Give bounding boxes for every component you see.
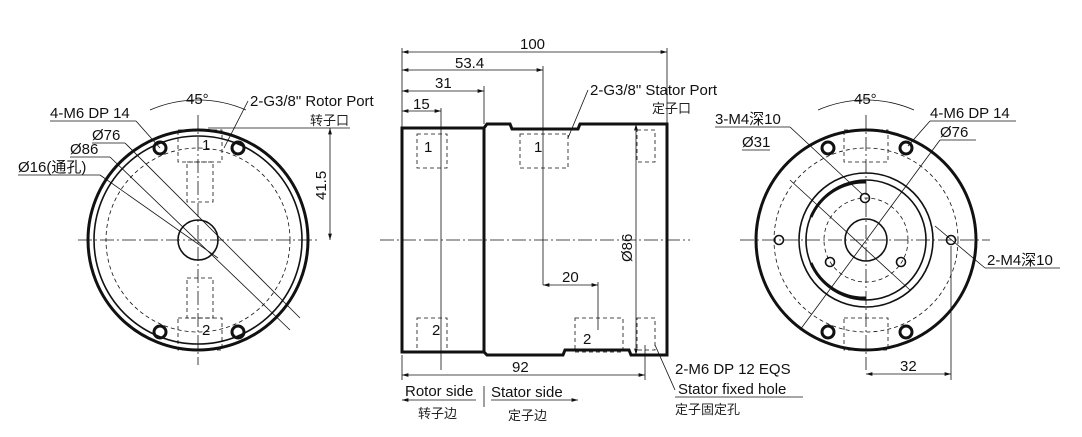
dia-label: Ø86 — [619, 234, 636, 262]
rotor-port-number-1: 1 — [424, 139, 432, 156]
rotor-port-number-2: 2 — [432, 322, 440, 339]
stator-end-view: 45° 3-M4深10 Ø31 4-M6 DP 14 Ø76 2-M4深10 3… — [715, 91, 1060, 380]
rotor-side-cn-label: 转子边 — [418, 407, 457, 422]
dim-53: 53.4 — [455, 55, 484, 72]
outer-dia-label: Ø86 — [70, 141, 98, 158]
rotor-port-cn-label: 转子口 — [310, 114, 349, 129]
angle-label: 45° — [186, 91, 209, 108]
bolt-holes-label-right: 4-M6 DP 14 — [930, 105, 1010, 122]
angle-label-right: 45° — [854, 91, 877, 108]
dim-15: 15 — [413, 96, 430, 113]
height-dim: 41.5 — [313, 171, 330, 200]
port-number-2: 2 — [202, 322, 210, 339]
dim-31: 31 — [435, 75, 452, 92]
stator-port-number-2: 2 — [583, 331, 591, 348]
dim-92: 92 — [512, 359, 529, 376]
side-holes-label: 2-M4深10 — [987, 252, 1053, 269]
side-view: 1 2 1 2 100 53.4 31 15 92 20 Ø86 2-G3/8"… — [380, 36, 803, 424]
fixed-hole-cn-label: 定子固定孔 — [675, 403, 740, 418]
stator-side-cn-label: 定子边 — [508, 409, 547, 424]
rotor-end-view: 1 2 45° 4-M6 DP 14 Ø76 Ø86 Ø16(通孔) 2-G3/… — [18, 91, 375, 365]
bolt-holes-label: 4-M6 DP 14 — [50, 105, 130, 122]
pcd-label: Ø76 — [92, 127, 120, 144]
dim-total: 100 — [520, 36, 545, 53]
stator-side-label: Stator side — [491, 384, 563, 401]
rotor-port-label: 2-G3/8" Rotor Port — [250, 93, 375, 110]
stator-port-label: 2-G3/8" Stator Port — [590, 82, 718, 99]
m4-holes-label: 3-M4深10 — [715, 111, 781, 128]
stator-port-cn-label: 定子口 — [652, 102, 691, 117]
bolt-holes — [152, 140, 246, 340]
offset-dim: 32 — [900, 358, 917, 375]
fixed-hole-label: 2-M6 DP 12 EQS — [675, 361, 791, 378]
pcd-label-right: Ø76 — [940, 124, 968, 141]
rotor-side-label: Rotor side — [405, 383, 473, 400]
stator-port-number-1: 1 — [534, 139, 542, 156]
dim-20: 20 — [562, 269, 579, 286]
bolt-holes — [820, 140, 914, 340]
port-number-1: 1 — [202, 137, 210, 154]
fixed-hole-en-label: Stator fixed hole — [678, 381, 786, 398]
inner-dia-label: Ø31 — [742, 134, 770, 151]
bore-label: Ø16(通孔) — [18, 159, 86, 176]
